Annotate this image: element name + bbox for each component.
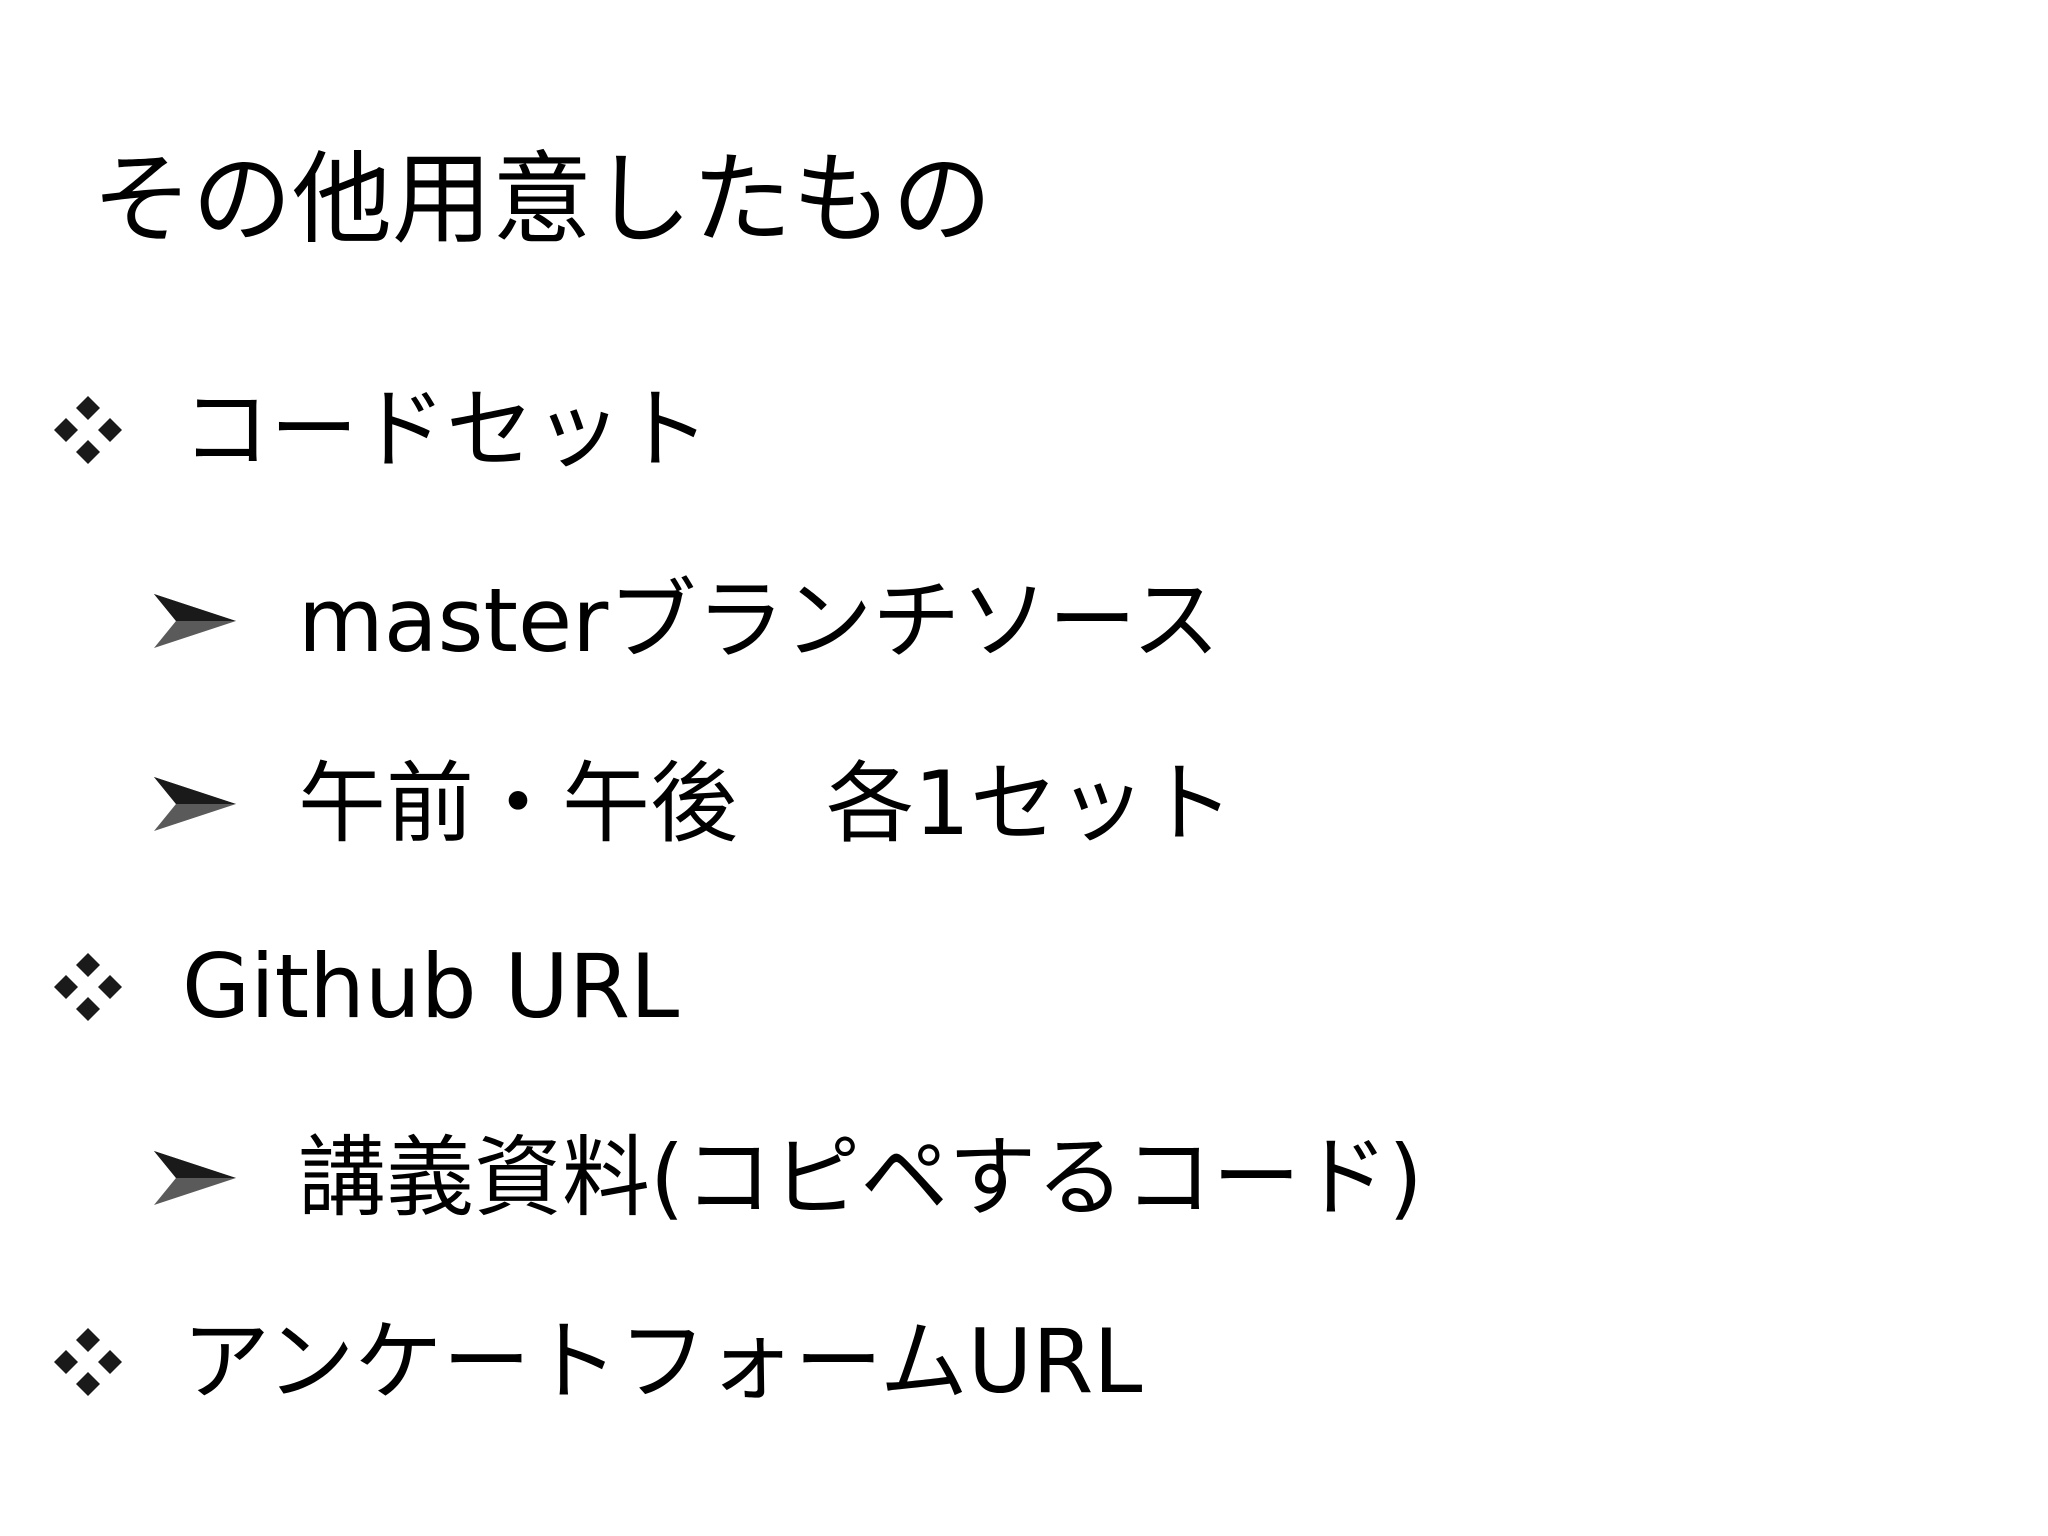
bullet-item: Github URL xyxy=(50,943,679,1031)
sub-bullet-item: 講義資料(コピペするコード) xyxy=(150,1134,1423,1222)
four-diamond-bullet-icon xyxy=(54,953,122,1021)
bullet-item-label: コードセット xyxy=(182,378,711,481)
sub-bullet-item: 午前・午後 各1セット xyxy=(150,760,1234,848)
sub-bullet-item-label: 講義資料(コピペするコード) xyxy=(298,1126,1423,1229)
arrowhead-bullet-icon xyxy=(154,777,236,831)
slide-title: その他用意したもの xyxy=(92,141,992,258)
bullet-item-label: Github URL xyxy=(182,935,680,1038)
sub-bullet-item-label: 午前・午後 各1セット xyxy=(298,752,1234,855)
arrowhead-bullet-icon xyxy=(154,594,236,648)
four-diamond-bullet-icon xyxy=(54,396,122,464)
bullet-item-label: アンケートフォームURL xyxy=(182,1310,1143,1413)
arrowhead-bullet-icon xyxy=(154,1151,236,1205)
sub-bullet-item-label: masterブランチソース xyxy=(298,569,1220,672)
bullet-item: コードセット xyxy=(50,386,710,474)
four-diamond-bullet-icon xyxy=(54,1328,122,1396)
sub-bullet-item: masterブランチソース xyxy=(150,577,1220,665)
bullet-item: アンケートフォームURL xyxy=(50,1318,1142,1406)
